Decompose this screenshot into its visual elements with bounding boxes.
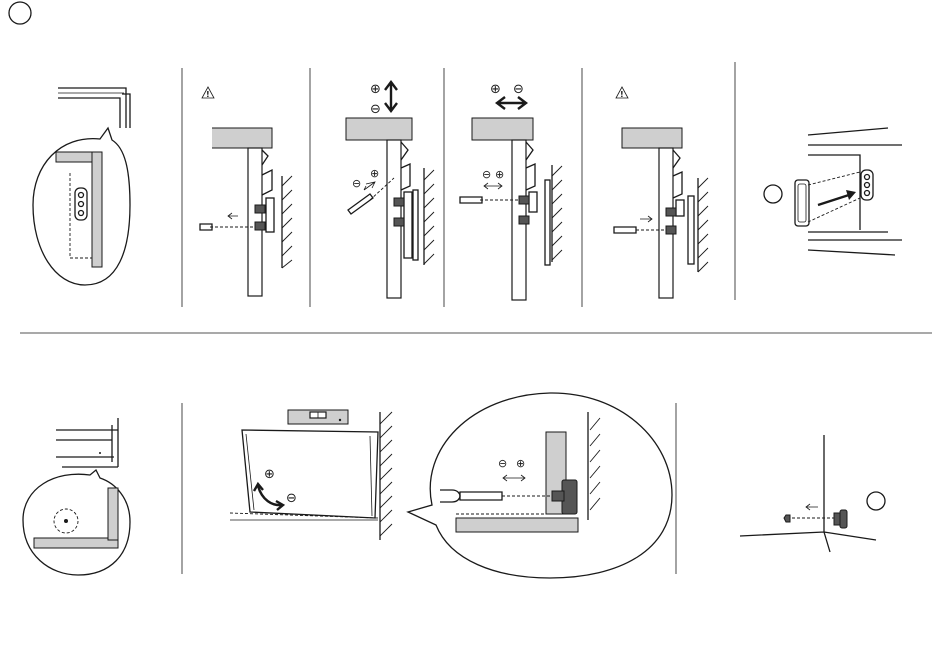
plus-icon-small: ⊕: [370, 167, 379, 180]
panel-fit-foot-cap: [740, 435, 885, 552]
plus-icon: ⊕: [370, 82, 381, 97]
panel-fit-cover-cap: [764, 128, 902, 255]
warning-mark: !: [206, 90, 210, 99]
plus-icon: ⊕: [264, 467, 275, 482]
panel-locate-mounting-plate: [33, 88, 130, 285]
minus-icon: ⊖: [513, 82, 524, 97]
plus-icon-small: ⊕: [516, 457, 525, 470]
minus-icon-small: ⊖: [352, 177, 361, 190]
plus-icon-small: ⊕: [495, 168, 504, 181]
plus-icon: ⊕: [490, 82, 501, 97]
minus-icon: ⊖: [286, 491, 297, 506]
panel-locate-leveling-foot: [23, 418, 130, 575]
panel-refit-screw: !: [614, 87, 708, 298]
step-number-circle: [9, 2, 31, 24]
minus-icon-small: ⊖: [482, 168, 491, 181]
panel-adjust-foot-detail: ⊖ ⊕: [408, 393, 672, 578]
panel-remove-screw: !: [200, 87, 292, 296]
minus-icon: ⊖: [370, 102, 381, 117]
part-label-circle: [764, 185, 782, 203]
panel-adjust-vertical: ⊕ ⊖ ⊖ ⊕: [346, 82, 434, 298]
part-label-circle: [867, 492, 885, 510]
panel-level-cabinet: ⊕ ⊖: [230, 410, 392, 540]
warning-mark: !: [620, 90, 624, 99]
panel-adjust-horizontal: ⊕ ⊖ ⊖ ⊕: [460, 82, 562, 300]
top-row-dividers: [182, 62, 735, 307]
minus-icon-small: ⊖: [498, 457, 507, 470]
